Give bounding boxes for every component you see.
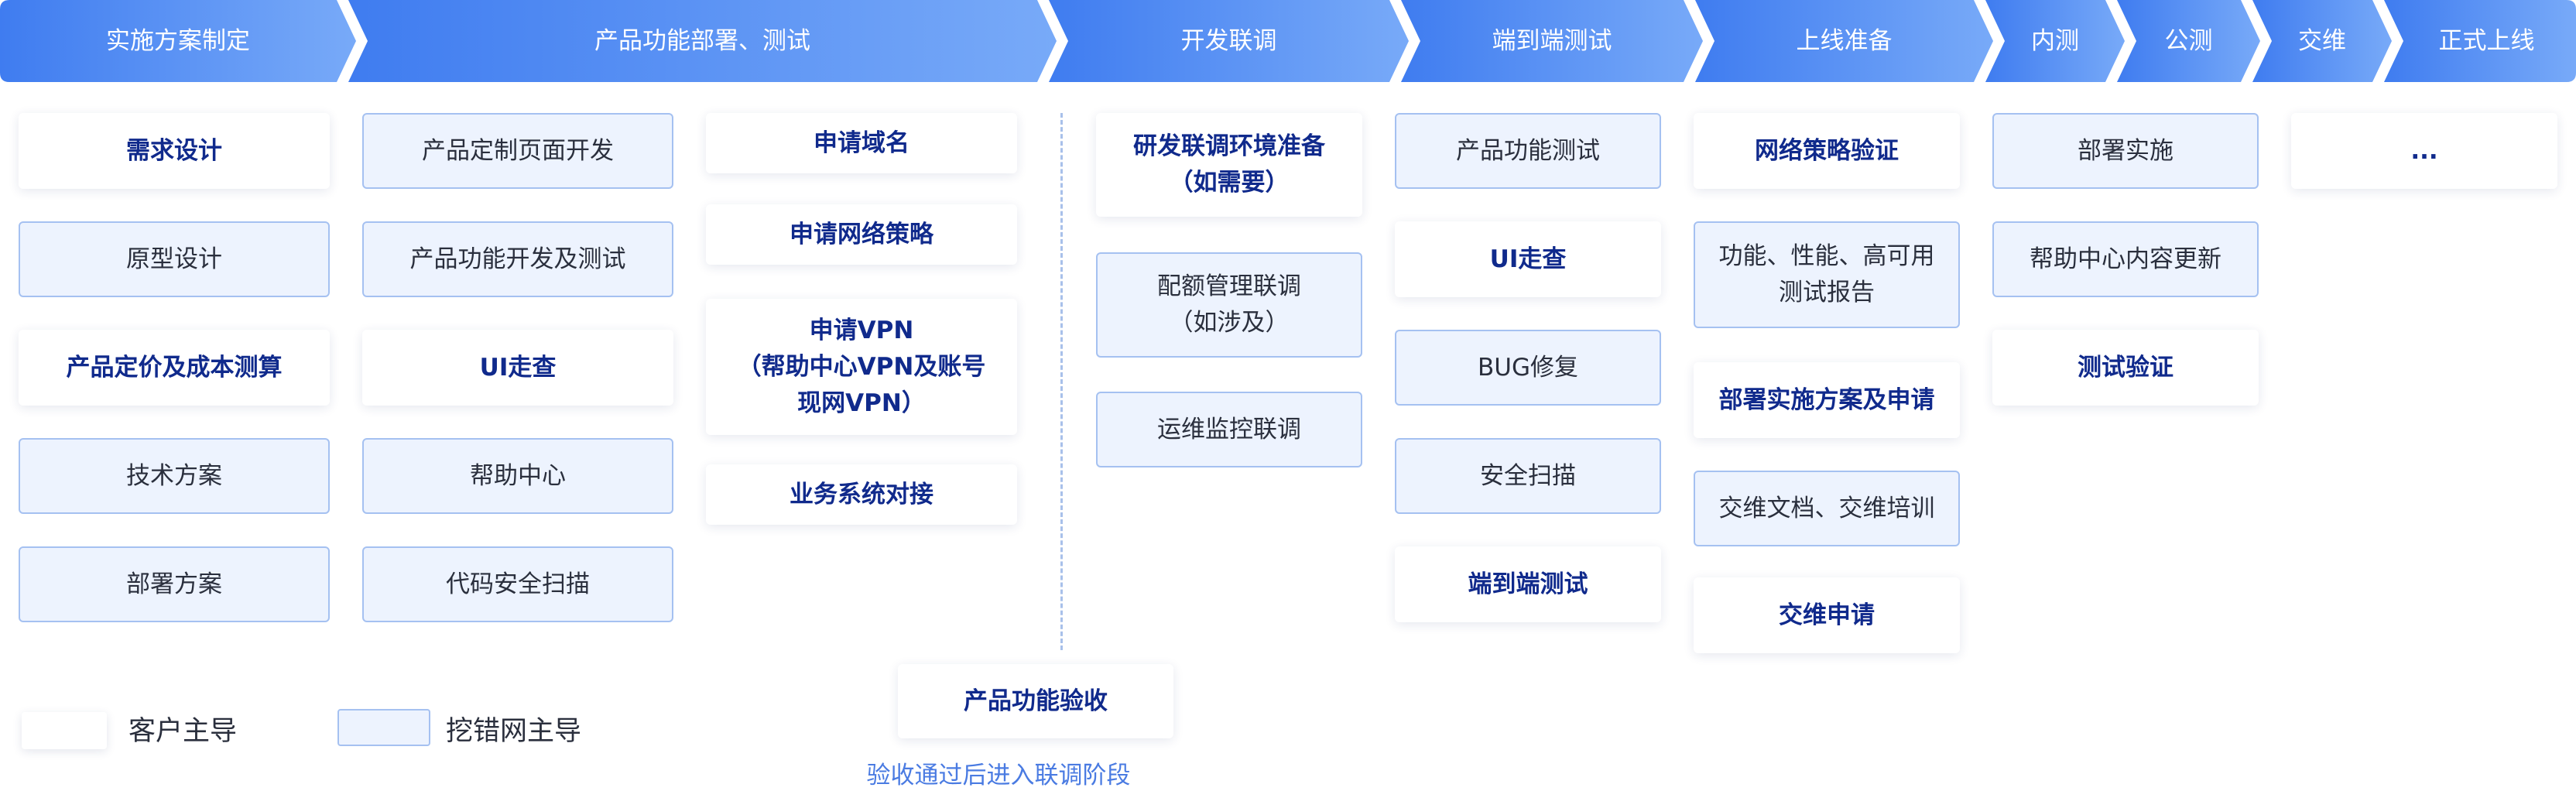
- task-card-wangan: 功能、性能、高可用 测试报告: [1694, 221, 1960, 328]
- task-card-wangan: 交维文档、交维培训: [1694, 471, 1960, 546]
- task-card-wangan: 帮助中心内容更新: [1992, 221, 2259, 297]
- stage-arrow-9: [2384, 0, 2576, 82]
- stage-label-6: 内测: [2031, 27, 2079, 55]
- task-card-customer: 网络策略验证: [1694, 113, 1960, 189]
- task-card-wangan: 技术方案: [19, 438, 330, 514]
- task-label: 部署实施: [2078, 136, 2174, 165]
- task-label: 申请网络策略: [790, 220, 933, 248]
- task-label: 原型设计: [126, 245, 222, 273]
- task-card-wangan: 部署方案: [19, 546, 330, 622]
- task-card-customer: 部署实施方案及申请: [1694, 362, 1960, 438]
- task-label: 产品定价及成本测算: [66, 353, 283, 382]
- stage-label-9: 正式上线: [2438, 27, 2535, 55]
- task-label: 功能、性能、高可用 测试报告: [1718, 242, 1935, 306]
- stage-label-2: 产品功能部署、测试: [594, 27, 810, 55]
- task-card-customer: 交维申请: [1694, 577, 1960, 653]
- task-card-customer: UI走查: [1395, 221, 1661, 297]
- task-card-customer: 需求设计: [19, 113, 330, 189]
- task-label: 帮助中心内容更新: [2030, 245, 2221, 273]
- task-card-wangan: 部署实施: [1992, 113, 2259, 189]
- task-label: UI走查: [479, 353, 557, 382]
- stage-label-7: 公测: [2164, 27, 2213, 55]
- task-label: 产品定制页面开发: [422, 136, 614, 165]
- task-card-wangan: 代码安全扫描: [362, 546, 673, 622]
- stage-label-8: 交维: [2298, 27, 2346, 55]
- task-card-customer: 申请网络策略: [706, 204, 1017, 265]
- task-card-customer: 申请域名: [706, 113, 1017, 173]
- stage-arrow-5: [1695, 0, 1993, 82]
- task-label: BUG修复: [1478, 353, 1578, 382]
- task-label: UI走查: [1489, 245, 1567, 273]
- acceptance-note: 验收通过后进入联调阶段: [866, 762, 1131, 789]
- task-label: 帮助中心: [470, 461, 566, 490]
- task-label: 网络策略验证: [1755, 136, 1899, 165]
- task-label: 交维申请: [1779, 601, 1875, 629]
- task-label: 业务系统对接: [790, 480, 933, 508]
- stage-arrow-6: [1985, 0, 2125, 82]
- acceptance-card: 产品功能验收: [898, 664, 1173, 738]
- task-label: 技术方案: [126, 461, 222, 490]
- task-card-wangan: 帮助中心: [362, 438, 673, 514]
- task-card-wangan: 安全扫描: [1395, 438, 1661, 514]
- stage-arrow-8: [2252, 0, 2392, 82]
- stage-label-5: 上线准备: [1796, 27, 1893, 55]
- stage-arrow-4: [1401, 0, 1703, 82]
- stage-arrow-7: [2117, 0, 2260, 82]
- task-label: 申请域名: [814, 128, 909, 157]
- task-label: 测试验证: [2078, 353, 2174, 382]
- task-label: 申请VPN （帮助中心VPN及账号 现网VPN）: [737, 316, 986, 417]
- task-label: 安全扫描: [1480, 461, 1576, 490]
- task-card-wangan: 产品功能开发及测试: [362, 221, 673, 297]
- stage-arrow-3: [1049, 0, 1409, 82]
- task-label: ...: [2410, 136, 2438, 165]
- task-label: 代码安全扫描: [446, 570, 590, 598]
- stage-arrows: [0, 0, 2576, 82]
- legend-swatch-customer: [22, 712, 107, 749]
- task-card-customer: 产品定价及成本测算: [19, 330, 330, 406]
- task-label: 端到端测试: [1468, 570, 1588, 598]
- stage-arrow-1: [0, 0, 356, 82]
- legend-label-wangan: 挖错网主导: [446, 716, 582, 747]
- stage-label-1: 实施方案制定: [106, 27, 250, 55]
- task-label: 部署方案: [126, 570, 222, 598]
- task-card-customer: UI走查: [362, 330, 673, 406]
- task-label: 运维监控联调: [1157, 415, 1301, 443]
- task-card-wangan: 运维监控联调: [1096, 392, 1362, 467]
- task-card-customer: 端到端测试: [1395, 546, 1661, 622]
- stage-arrow-2: [348, 0, 1057, 82]
- task-card-customer: 申请VPN （帮助中心VPN及账号 现网VPN）: [706, 299, 1017, 435]
- stage-label-3: 开发联调: [1180, 27, 1277, 55]
- task-label: 研发联调环境准备 （如需要）: [1133, 132, 1325, 197]
- task-card-customer: ...: [2291, 113, 2557, 189]
- task-card-wangan: 原型设计: [19, 221, 330, 297]
- task-card-customer: 研发联调环境准备 （如需要）: [1096, 113, 1362, 217]
- legend-label-customer: 客户主导: [128, 716, 238, 747]
- task-label: 部署实施方案及申请: [1718, 385, 1935, 414]
- stage-label-4: 端到端测试: [1492, 27, 1612, 55]
- task-label: 产品功能开发及测试: [409, 245, 626, 273]
- legend-swatch-wangan: [337, 709, 430, 746]
- task-card-customer: 测试验证: [1992, 330, 2259, 406]
- task-card-wangan: 配额管理联调 （如涉及）: [1096, 252, 1362, 358]
- stage-bar: 实施方案制定 产品功能部署、测试 开发联调 端到端测试 上线准备 内测 公测 交…: [0, 0, 2576, 82]
- stage-divider: [1060, 113, 1063, 650]
- task-card-wangan: BUG修复: [1395, 330, 1661, 406]
- acceptance-label: 产品功能验收: [964, 687, 1108, 715]
- task-card-wangan: 产品功能测试: [1395, 113, 1661, 189]
- task-label: 配额管理联调 （如涉及）: [1157, 272, 1301, 337]
- task-label: 产品功能测试: [1456, 136, 1600, 165]
- task-label: 交维文档、交维培训: [1718, 494, 1935, 522]
- task-card-wangan: 产品定制页面开发: [362, 113, 673, 189]
- task-card-customer: 业务系统对接: [706, 464, 1017, 525]
- task-label: 需求设计: [126, 136, 222, 165]
